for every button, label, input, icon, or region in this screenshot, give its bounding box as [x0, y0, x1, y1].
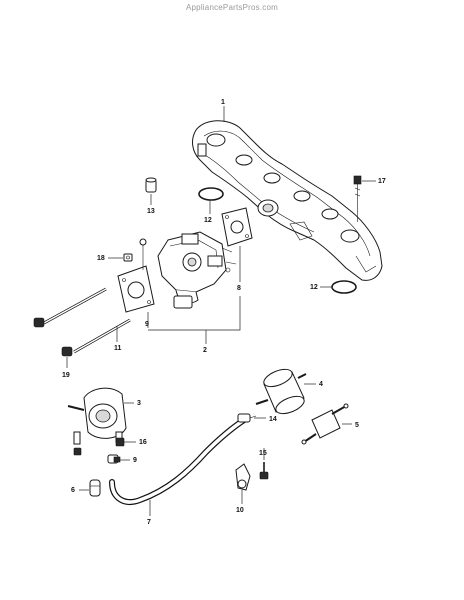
callout-8: 8 — [237, 285, 241, 292]
callout-9b: 9 — [133, 457, 137, 464]
callout-9a: 9 — [145, 321, 149, 328]
callout-16: 16 — [139, 439, 147, 446]
callout-1: 1 — [221, 99, 225, 106]
stud-11[interactable] — [73, 318, 131, 354]
carburetor[interactable] — [157, 231, 237, 309]
leader-2-bracket — [148, 296, 241, 344]
watermark-text: AppliancePartsPros.com — [186, 3, 278, 12]
screw-17[interactable] — [259, 462, 269, 480]
fitting-small[interactable] — [139, 238, 147, 270]
callout-12a: 12 — [204, 217, 212, 224]
bolt-15[interactable] — [353, 175, 362, 222]
hose-clamp-14[interactable] — [237, 413, 257, 423]
gasket-ring-lower[interactable] — [331, 280, 357, 294]
gasket-plate-9[interactable] — [117, 265, 155, 313]
gasket-ring-upper[interactable] — [198, 187, 224, 201]
nut-18[interactable] — [123, 253, 133, 262]
callout-12b: 12 — [310, 284, 318, 291]
fitting-9-lower[interactable] — [107, 454, 121, 464]
nut-19[interactable] — [61, 346, 73, 357]
hose-clamp-6[interactable] — [89, 479, 101, 497]
fuel-filter-4[interactable] — [255, 366, 307, 417]
callout-11: 11 — [114, 345, 122, 352]
bracket-clip-10[interactable] — [235, 463, 251, 491]
callout-2: 2 — [203, 347, 207, 354]
callout-18: 18 — [97, 255, 105, 262]
callout-10: 10 — [236, 507, 244, 514]
fuel-hose[interactable] — [109, 417, 247, 505]
callout-17: 15 — [259, 450, 267, 457]
callout-19: 19 — [62, 372, 70, 379]
callout-4: 4 — [319, 381, 323, 388]
callout-13: 13 — [147, 208, 155, 215]
callout-6: 6 — [71, 487, 75, 494]
fuel-pump[interactable] — [67, 387, 127, 445]
fitting-pump-lower[interactable] — [73, 447, 82, 456]
bushing-13[interactable] — [145, 177, 157, 193]
fuel-filter-5[interactable] — [301, 403, 349, 445]
callout-14: 14 — [269, 416, 277, 423]
callout-15: 17 — [378, 178, 386, 185]
callout-5: 5 — [355, 422, 359, 429]
callout-7: 7 — [147, 519, 151, 526]
intake-manifold[interactable] — [192, 120, 383, 281]
callout-3: 3 — [137, 400, 141, 407]
gasket-plate-8[interactable] — [221, 207, 253, 247]
stud-upper[interactable] — [33, 287, 107, 328]
screw-16[interactable] — [115, 437, 125, 447]
